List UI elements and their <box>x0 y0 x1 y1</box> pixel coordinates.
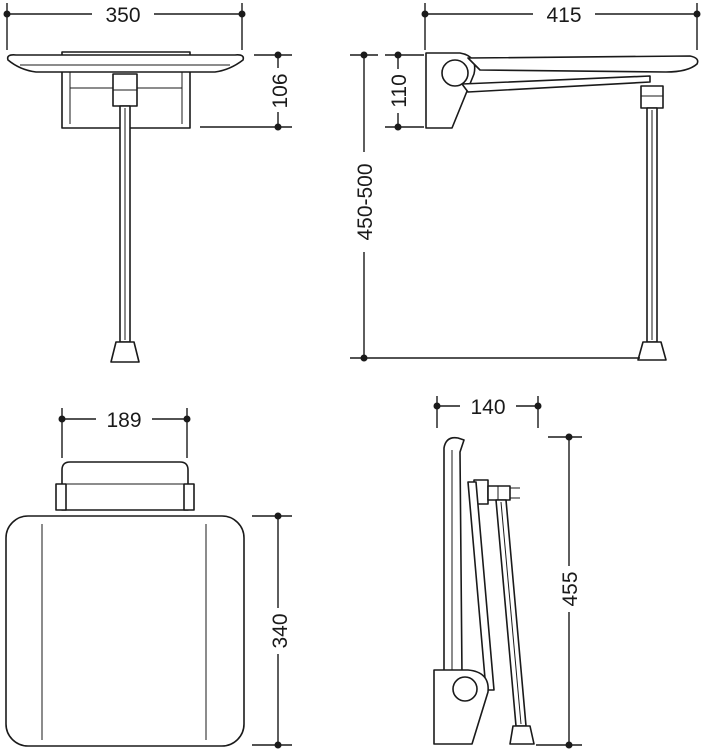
dim-label-189: 189 <box>106 409 141 432</box>
side-seat <box>467 55 699 73</box>
front-view: 350 106 <box>3 2 292 363</box>
folded-leg-foot <box>509 725 535 745</box>
dim-side-length: 415 <box>421 2 701 50</box>
top-view: 189 340 <box>5 406 292 749</box>
dim-folded-depth: 140 <box>433 394 542 428</box>
folded-leg-joint <box>487 485 511 501</box>
dim-label-340: 340 <box>269 613 292 648</box>
dim-label-455: 455 <box>559 571 582 606</box>
side-hinge <box>441 59 469 87</box>
folded-view: 140 455 <box>433 394 582 749</box>
top-wall-bracket <box>61 461 189 511</box>
dim-label-140: 140 <box>470 396 505 419</box>
side-leg-joint <box>640 85 664 109</box>
side-view: 415 110 <box>350 2 701 362</box>
top-hinge-left <box>55 483 67 511</box>
folded-hinge <box>452 676 478 702</box>
side-support-arm <box>461 75 651 93</box>
dim-label-110: 110 <box>388 74 411 107</box>
dim-top-seat-depth: 340 <box>252 512 292 749</box>
dim-top-bracket-width: 189 <box>58 406 191 458</box>
top-seat <box>5 515 245 747</box>
dim-label-415: 415 <box>546 4 581 27</box>
dim-front-height: 106 <box>200 51 292 131</box>
side-leg-foot <box>637 341 667 361</box>
folded-seat <box>443 436 465 681</box>
dim-folded-height: 455 <box>536 433 582 749</box>
front-leg-foot <box>110 341 140 363</box>
top-hinge-right <box>183 483 195 511</box>
folded-support-arm <box>467 481 495 691</box>
dim-label-450-500: 450-500 <box>354 163 377 240</box>
dim-label-106: 106 <box>269 73 292 108</box>
dim-label-350: 350 <box>105 4 140 27</box>
dim-side-seat-height: 450-500 <box>350 51 640 362</box>
dim-front-width: 350 <box>3 2 246 50</box>
front-seat-shell <box>6 54 245 73</box>
dim-side-bracket-height: 110 <box>385 51 424 131</box>
